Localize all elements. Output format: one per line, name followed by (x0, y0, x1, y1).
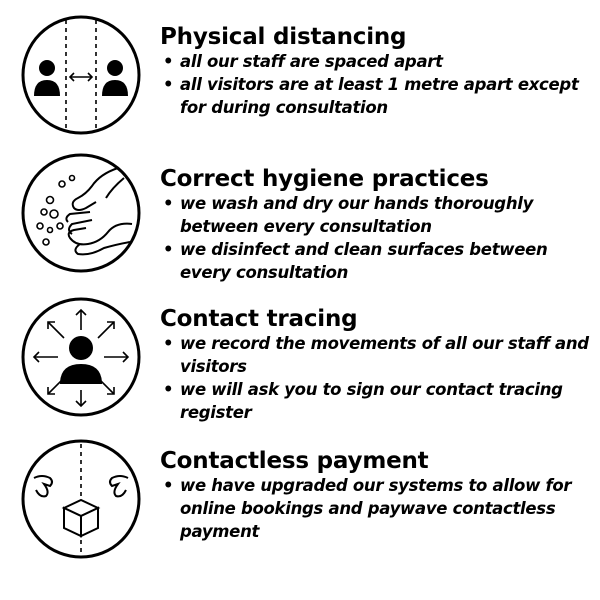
section-heading: Physical distancing (160, 24, 407, 50)
bullet-item: we wash and dry our hands thoroughly bet… (160, 192, 590, 238)
bullet-item: we disinfect and clean surfaces between … (160, 238, 590, 284)
bullet-item: we will ask you to sign our contact trac… (160, 378, 590, 424)
contact-tracing-icon (20, 296, 142, 418)
bullet-item: we record the movements of all our staff… (160, 332, 590, 378)
section-heading: Contactless payment (160, 448, 429, 474)
bullet-item: all visitors are at least 1 metre apart … (160, 73, 590, 119)
physical-distancing-icon (20, 14, 142, 136)
section-heading: Correct hygiene practices (160, 166, 489, 192)
hand-washing-icon (20, 152, 142, 274)
contactless-delivery-icon (20, 438, 142, 560)
bullet-item: all our staff are spaced apart (160, 50, 590, 73)
bullet-item: we have upgraded our systems to allow fo… (160, 474, 590, 543)
section-heading: Contact tracing (160, 306, 358, 332)
